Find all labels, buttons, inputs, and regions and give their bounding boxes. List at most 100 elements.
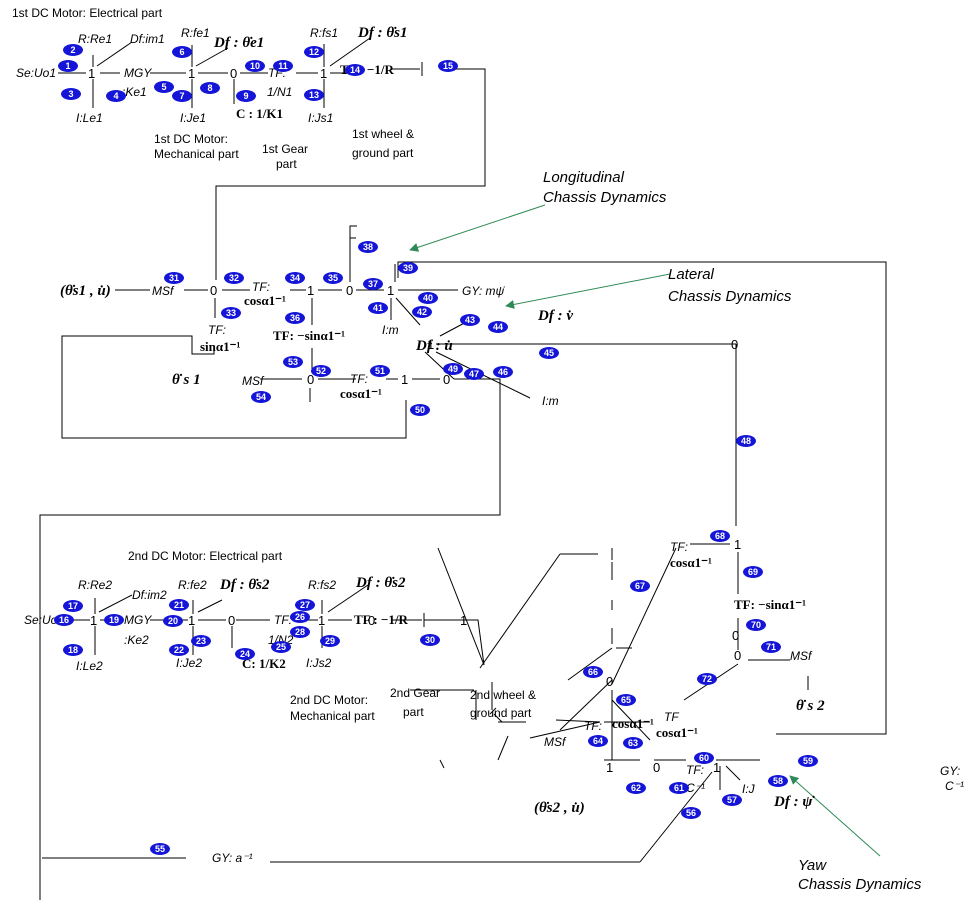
label-tf-msin36: TF: −sinα1⁻¹ [273,328,345,343]
junction-1: 1 [427,337,434,352]
bond-number: 16 [59,615,69,625]
bond-number: 33 [226,308,236,318]
label-tf-r2: TF : −1/R [354,612,408,627]
label-r-fs1: R:fs1 [310,26,338,40]
caption-dc2-elec: 2nd DC Motor: Electrical part [128,549,283,563]
caption-gear2-a: 2nd Gear [390,686,440,700]
junction-0: 0 [228,613,235,628]
bond-badge [304,46,324,58]
bond-badge [464,368,484,380]
label-df-im1: Df:im1 [130,32,165,46]
bond-lines [39,37,887,900]
annotation-yaw-b: Chassis Dynamics [798,876,922,893]
label-tf-n2: TF: [274,613,292,627]
bond-number: 22 [174,645,184,655]
label-cos63: cosα1⁻¹ [656,725,698,740]
junction-1: 1 [460,613,467,628]
bond-number: 25 [276,642,286,652]
bond-badge [626,782,646,794]
bond-number: 38 [363,242,373,252]
bond-badge [323,272,343,284]
bond-number: 65 [621,695,631,705]
annotation-longitudinal-b: Chassis Dynamics [543,189,667,206]
label-cos64: cosα1⁻¹ [612,716,654,731]
bond-number: 34 [290,273,300,283]
bond-badge [172,90,192,102]
bond-badge [736,435,756,447]
bond-badge [245,60,265,72]
label-i-le1: I:Le1 [76,111,103,125]
label-df-im2: Df:im2 [132,588,167,602]
bond-badge [320,635,340,647]
bond-number: 29 [325,636,335,646]
bond-badge [200,82,220,94]
bond-badge [311,365,331,377]
bond-badge [104,614,124,626]
bond-number: 59 [803,756,813,766]
lower-bond-lines [559,543,809,790]
label-c61: C⁻¹ [686,781,705,795]
bond-number: 70 [751,620,761,630]
bond-number: 48 [741,436,751,446]
bond-badge [761,641,781,653]
bond-number: 1 [65,61,70,71]
bond-badge [460,314,480,326]
label-tf-cos64: TF: [584,719,602,733]
bond-badge [63,44,83,56]
label-msf-66: MSf [544,735,567,749]
junction-0: 0 [653,760,660,775]
bond-badge [616,694,636,706]
bond-number: 31 [169,273,179,283]
annotation-yaw-a: Yaw [798,857,827,874]
bond-badge [271,641,291,653]
bond-number: 37 [368,279,378,289]
junction-1: 1 [320,66,327,81]
label-r-fe2: R:fe2 [178,578,207,592]
section-captions: 1st DC Motor: Electrical part 1st DC Mot… [12,6,536,723]
label-ke2: :Ke2 [124,633,149,647]
bond-line [611,699,651,741]
caption-wheel1-a: 1st wheel & [352,127,414,141]
label-tf-cos68: TF: [670,540,688,554]
label-i-le2: I:Le2 [76,659,103,673]
label-tf-c61: TF: [686,763,704,777]
bond-badge [768,775,788,787]
caption-dc1-mech-b: Mechanical part [154,147,239,161]
bond-badge [169,644,189,656]
bond-number: 68 [715,531,725,541]
junction-1: 1 [188,66,195,81]
label-df-u: Df : u̇ [415,338,453,354]
caption-dc2-mech-b: Mechanical part [290,709,375,723]
label-gy-mpsi: GY: mψ̇ [462,284,505,298]
bond-number: 41 [373,303,383,313]
bond-number: 18 [68,645,78,655]
bond-badge [443,363,463,375]
label-df-theta-s2a: Df : θ̇s2 [219,577,270,593]
junction-0: 0 [368,613,375,628]
label-cos52: cosα1⁻¹ [340,386,382,401]
junction-1: 1 [387,283,394,298]
bond-badge [398,262,418,274]
label-mgy1: MGY [124,66,152,80]
annotation-lateral-b: Chassis Dynamics [668,288,792,305]
caption-wheel1-b: ground part [352,146,414,160]
label-msf-top: MSf [152,284,175,298]
label-df-theta-e1: Df : θ̇e1 [213,35,264,51]
bond-number: 43 [465,315,475,325]
highlight-arrows [409,204,881,857]
bond-number: 71 [766,642,776,652]
bond-number: 10 [250,61,260,71]
junction-0: 0 [307,372,314,387]
bond-number: 32 [229,273,239,283]
label-r-re2: R:Re2 [78,578,112,592]
bond-number: 28 [295,627,305,637]
bond-number: 44 [493,322,503,332]
bond-badge [370,365,390,377]
bond-badge [697,673,717,685]
bond-badge [285,312,305,324]
caption-dc1-elec: 1st DC Motor: Electrical part [12,6,163,20]
junction-1: 1 [734,537,741,552]
bond-number: 19 [109,615,119,625]
bond-badge [488,321,508,333]
bond-number: 54 [256,392,266,402]
